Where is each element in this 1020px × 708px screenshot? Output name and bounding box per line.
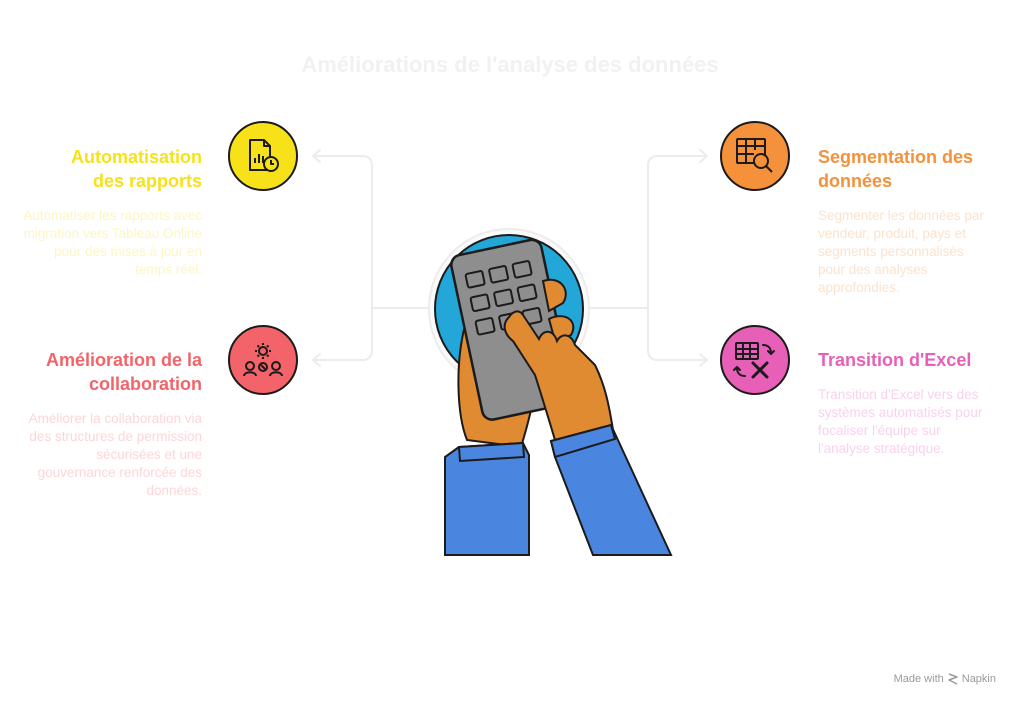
arrowhead-transition	[699, 353, 708, 367]
excel-transition-icon	[733, 342, 775, 379]
napkin-logo-icon	[948, 673, 958, 685]
collaboration-block: Amélioration de la collaboration Amélior…	[20, 348, 202, 500]
automation-heading-line2: des rapports	[92, 171, 202, 191]
collaboration-description: Améliorer la collaboration via des struc…	[28, 411, 202, 498]
connector-automation	[313, 155, 433, 309]
segmentation-block: Segmentation des données Segmenter les d…	[818, 145, 990, 297]
segmentation-heading: Segmentation des données	[818, 145, 990, 193]
made-with-label: Made with	[893, 673, 944, 685]
connector-segmentation	[589, 155, 707, 309]
connector-transition	[647, 297, 707, 361]
segmentation-heading-line2: données	[818, 171, 893, 191]
diagram-title: Améliorations de l'analyse des données	[301, 52, 719, 77]
arrowhead-collaboration	[312, 353, 321, 367]
automation-icon-circle	[228, 121, 298, 191]
table-search-icon	[736, 138, 773, 173]
hand-calculator-illustration	[428, 228, 673, 556]
segmentation-icon-circle	[720, 121, 790, 191]
collaboration-icon-circle	[228, 325, 298, 395]
automation-description: Automatiser les rapports avec migration …	[23, 208, 202, 277]
napkin-brand-label: Napkin	[961, 673, 996, 685]
arrowhead-automation	[312, 149, 321, 163]
transition-icon-circle	[720, 325, 790, 395]
automation-block: Automatisation des rapports Automatiser …	[20, 145, 202, 279]
automation-heading-line1: Automatisation	[70, 147, 202, 167]
transition-block: Transition d'Excel Transition d'Excel ve…	[818, 348, 990, 458]
connector-collaboration	[313, 297, 373, 361]
collaboration-heading-line2: collaboration	[88, 374, 202, 394]
segmentation-heading-line1: Segmentation des	[818, 147, 974, 167]
report-clock-icon	[249, 139, 279, 172]
transition-heading: Transition d'Excel	[818, 350, 972, 370]
collaboration-heading-line1: Amélioration de la	[45, 350, 202, 370]
collaboration-heading: Amélioration de la collaboration	[20, 348, 202, 396]
team-collaboration-icon	[243, 343, 283, 377]
arrowhead-segmentation	[699, 149, 708, 163]
segmentation-description: Segmenter les données par vendeur, produ…	[818, 208, 984, 295]
made-with-napkin-footer[interactable]: Made with Napkin	[894, 673, 996, 685]
automation-heading: Automatisation des rapports	[20, 145, 202, 193]
transition-description: Transition d'Excel vers des systèmes aut…	[818, 387, 983, 456]
